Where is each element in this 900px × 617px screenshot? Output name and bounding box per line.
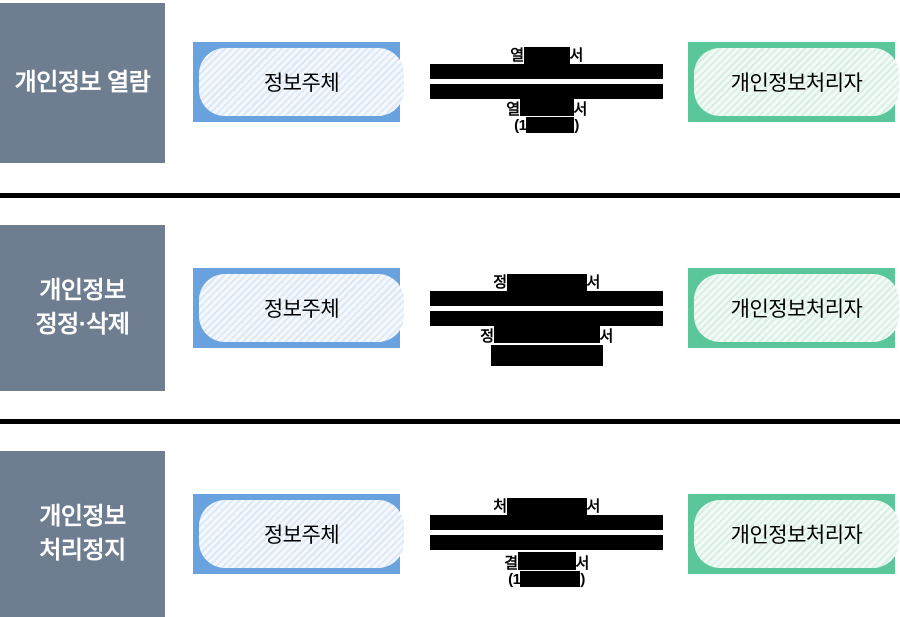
arrow-bar-forward: [430, 64, 663, 79]
processor-label: 개인정보처리자: [730, 72, 863, 95]
processor-node-inner: 개인정보처리자: [694, 274, 899, 342]
processor-node-inner: 개인정보처리자: [694, 48, 899, 116]
flow-column-stop-processing: 처 서 결 서 (1 ): [430, 496, 663, 588]
notice-doc-text-left: 열: [506, 100, 520, 118]
arrow-bar-backward: [430, 535, 663, 550]
row-label-line1: 개인정보 열람: [14, 69, 151, 97]
processor-node-inner: 개인정보처리자: [694, 500, 899, 568]
data-subject-label: 정보주체: [263, 524, 340, 547]
notice-doc-text-left: 결: [504, 554, 518, 572]
data-subject-label: 정보주체: [263, 72, 340, 95]
data-subject-node-inner: 정보주체: [199, 500, 404, 568]
flow-column-correct-delete: 정 서 정 서: [430, 272, 663, 366]
processor-node: 개인정보처리자: [688, 494, 899, 574]
request-doc-text-right: 서: [569, 47, 584, 64]
data-subject-node-inner: 정보주체: [199, 274, 404, 342]
processor-label: 개인정보처리자: [730, 524, 863, 547]
request-doc-text-right: 서: [586, 498, 601, 515]
redaction-block: [526, 117, 575, 133]
redaction-block: [517, 552, 576, 570]
arrow-bar-forward: [430, 291, 663, 306]
section-divider: [0, 193, 900, 198]
data-subject-node: 정보주체: [193, 42, 404, 122]
request-doc-text-left: 열: [510, 47, 524, 64]
notice-doc-text-right: 서: [573, 100, 588, 118]
processor-node: 개인정보처리자: [688, 42, 899, 122]
notice-doc-text-right: 서: [599, 327, 614, 345]
request-doc-text-right: 서: [586, 274, 601, 291]
request-doc-label: 처 서: [430, 496, 663, 516]
row-label-stop-processing: 개인정보 처리정지: [0, 451, 165, 617]
row-label-line1: 개인정보: [39, 277, 126, 305]
redaction-block: [519, 98, 574, 116]
deadline-text-right: ): [580, 570, 585, 588]
row-label-correct-delete: 개인정보 정정·삭제: [0, 225, 165, 391]
redaction-block: [506, 498, 587, 516]
request-doc-text-left: 처: [493, 498, 507, 515]
section-divider: [0, 419, 900, 424]
arrow-bar-backward: [430, 311, 663, 326]
data-subject-label: 정보주체: [263, 298, 340, 321]
notice-doc-label: 결 서: [430, 552, 663, 572]
processor-label: 개인정보처리자: [730, 298, 863, 321]
data-subject-node-inner: 정보주체: [199, 48, 404, 116]
request-doc-label: 정 서: [430, 272, 663, 292]
data-subject-node: 정보주체: [193, 494, 404, 574]
notice-doc-label: 열 서: [430, 98, 663, 118]
deadline-text-right: ): [574, 116, 579, 134]
processor-node: 개인정보처리자: [688, 268, 899, 348]
row-label-line2: 처리정지: [39, 537, 126, 564]
request-doc-label: 열 서: [430, 45, 663, 65]
row-label-line2: 정정·삭제: [35, 311, 130, 338]
notice-doc-text-left: 정: [480, 327, 494, 345]
deadline-text-left: (1: [514, 116, 527, 134]
redaction-block: [493, 325, 600, 343]
deadline-label: (1 ): [430, 116, 663, 134]
deadline-text-left: (1: [508, 570, 521, 588]
redaction-block: [506, 274, 587, 292]
notice-doc-label: 정 서: [430, 325, 663, 345]
arrow-bar-backward: [430, 84, 663, 99]
deadline-label: (1 ): [430, 570, 663, 588]
redaction-block: [523, 47, 570, 65]
notice-doc-text-right: 서: [575, 554, 590, 572]
row-label-line1: 개인정보: [39, 503, 126, 531]
row-label-view: 개인정보 열람: [0, 3, 165, 163]
arrow-bar-forward: [430, 515, 663, 530]
data-subject-node: 정보주체: [193, 268, 404, 348]
request-doc-text-left: 정: [493, 274, 507, 291]
redaction-block: [520, 571, 581, 587]
redaction-block-deadline: [490, 345, 603, 366]
flow-column-view: 열 서 열 서 (1 ): [430, 45, 663, 134]
